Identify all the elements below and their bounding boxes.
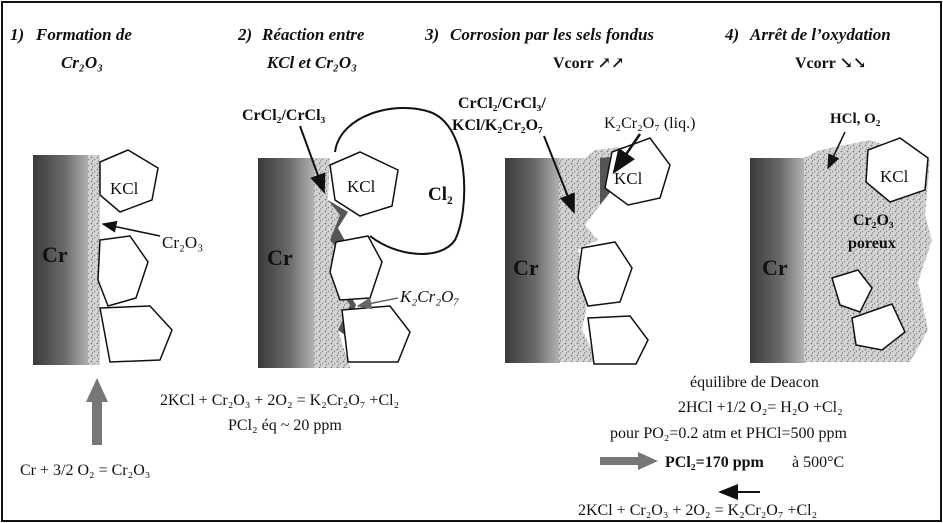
p3-k2cr2o7-liq-label: K₂Cr₂O₇ (liq.)	[604, 115, 695, 132]
panel3-vcorr: Vcorr ↗↗	[553, 55, 624, 72]
final-equation: 2KCl + Cr₂O₃ + 2O₂ = K₂Cr₂O₇ +Cl₂	[578, 502, 817, 519]
pcl2-arrow-head	[638, 452, 658, 470]
panel2-title: Réaction entre	[261, 25, 365, 44]
p1-cr-label: Cr	[42, 242, 68, 267]
panel4-title: Arrêt de l’oxydation	[749, 25, 891, 44]
p2-k2cr2o7-label: K₂Cr₂O₇	[399, 287, 459, 306]
p2-kcl-label: KCl	[347, 177, 376, 196]
pcl2-arrow-shaft	[600, 457, 640, 465]
deacon-title: équilibre de Deacon	[690, 374, 819, 391]
p2-cl2-label: Cl₂	[428, 184, 453, 205]
panel4-number: 4)	[724, 25, 739, 44]
p3-cr-label: Cr	[513, 255, 539, 280]
p3-crystal-3	[588, 316, 648, 364]
p2-crystal-3	[342, 306, 410, 362]
panel1-number: 1)	[10, 25, 24, 44]
p4-cr-label: Cr	[762, 255, 788, 280]
panel3-title: Corrosion par les sels fondus	[450, 25, 654, 44]
panel1-subtitle: Cr₂O₃	[61, 53, 103, 72]
panel1-title: Formation de	[35, 25, 132, 44]
deacon-equation: 2HCl +1/2 O₂= H₂O +Cl₂	[678, 399, 843, 416]
panel4-vcorr: Vcorr ↘↘	[795, 55, 866, 72]
p3-mix-label-1: CrCl₂/CrCl₃/	[458, 95, 546, 112]
panel2-number: 2)	[237, 25, 252, 44]
p1-crystal-3	[100, 306, 172, 362]
p4-poreux-label: poreux	[848, 235, 896, 252]
p1-equation: Cr + 3/2 O₂ = Cr₂O₃	[20, 462, 150, 479]
pcl2-temp: à 500°C	[792, 454, 844, 471]
p2-crystal-2	[330, 236, 382, 300]
p1-cr2o3-label: Cr₂O₃	[162, 233, 203, 252]
p2-cr-label: Cr	[267, 245, 293, 270]
p1-crystal-2	[98, 236, 148, 306]
panel2-subtitle: KCl et Cr₂O₃	[266, 53, 357, 72]
p4-cr2o3-label: Cr₂O₃	[853, 212, 894, 229]
p1-up-arrow-shaft	[92, 400, 102, 445]
pcl2-value: PCl₂=170 ppm	[665, 454, 764, 471]
p1-up-arrow-head	[86, 378, 108, 402]
p3-mix-label-2: KCl/K₂Cr₂O₇	[452, 117, 543, 134]
p4-kcl-label: KCl	[880, 167, 909, 186]
p2-crcl-label: CrCl₂/CrCl₃	[242, 107, 326, 124]
p4-hcl-o2-label: HCl, O₂	[830, 111, 881, 127]
p3-crystal-2	[578, 242, 632, 306]
p1-oxide-layer	[88, 155, 100, 365]
panel3-number: 3)	[424, 25, 439, 44]
p1-kcl-label: KCl	[110, 179, 139, 198]
p2-pcl2-eq: PCl₂ éq ~ 20 ppm	[228, 417, 342, 434]
deacon-conditions: pour PO₂=0.2 atm et PHCl=500 ppm	[610, 425, 848, 442]
p3-kcl-label: KCl	[614, 169, 643, 188]
p2-dichromate-arrow	[358, 298, 398, 306]
p2-equation: 2KCl + Cr₂O₃ + 2O₂ = K₂Cr₂O₇ +Cl₂	[160, 392, 399, 409]
p1-oxide-arrow	[103, 224, 160, 236]
